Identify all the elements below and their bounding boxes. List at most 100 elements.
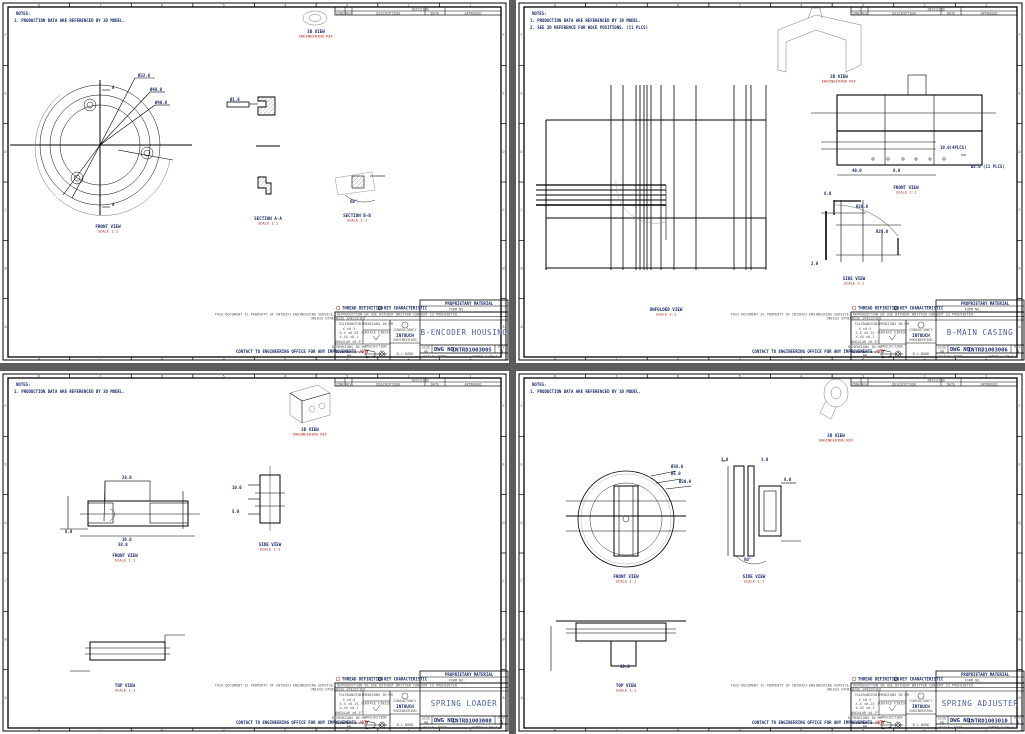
angular-tolerance: ANGULAR ±0.5°: [335, 711, 362, 715]
zone-label-top: 3: [346, 3, 348, 7]
zone-label-top: 2: [924, 374, 926, 378]
revision-heading: REVISION: [412, 379, 429, 383]
zone-label-bottom: 5: [739, 356, 741, 360]
dimension-label: R25.0: [876, 229, 889, 234]
view-label: FRONT VIEW: [112, 553, 138, 558]
zone-label-top: 6: [677, 374, 679, 378]
view-3d-label: 3D VIEW: [830, 74, 848, 79]
front-view-drawing: [60, 480, 200, 537]
dwg-no-value: INTRD1003010: [968, 719, 1008, 725]
form-no-label: FORM NO.: [965, 308, 982, 312]
view-3d-label: 3D VIEW: [827, 433, 845, 438]
units-value: MM: [863, 354, 867, 358]
zone-label-bottom: 2: [924, 727, 926, 731]
dimensions-label: DIMENSIONS IN MM: [848, 716, 882, 720]
zone-label-left: A: [520, 696, 523, 700]
section-b-b-drawing: [334, 171, 385, 203]
surface-finish-label: SURFACE FINISH: [877, 331, 907, 335]
zone-label-top: 1: [985, 3, 987, 7]
projection-symbol-icon: [364, 720, 387, 730]
size-value: A0: [424, 349, 428, 353]
zone-label-right: B: [502, 638, 504, 642]
size-value: A0: [940, 349, 944, 353]
view-3d-subtitle: ENGINEERING REF: [819, 438, 854, 443]
dwg-no-value: INTRD1003006: [968, 348, 1008, 354]
rev-value: A: [500, 720, 503, 725]
dimension-label: 8.0: [824, 191, 832, 196]
zone-label-right: F: [1018, 33, 1020, 37]
notes: NOTES:1. PRODUCTION DATA ARE REFERENCED …: [530, 11, 648, 30]
zone-label-bottom: 4: [284, 727, 286, 731]
dwg-no-value: INTRD1003005: [452, 348, 492, 354]
proprietary-label: PROPRIETARY MATERIAL: [445, 672, 494, 677]
section-a-a-drawing: [226, 96, 280, 195]
zone-label-right: B: [1018, 638, 1020, 642]
revision-column-header: REV: [345, 382, 352, 386]
zone-label-right: F: [502, 404, 504, 408]
dimension-label: 3.0: [721, 457, 729, 462]
company-subtitle: ENGINEERING: [393, 338, 416, 342]
zone-label-right: E: [1018, 463, 1020, 467]
dimensions-label: DIMENSIONS IN MM: [332, 716, 366, 720]
notes-heading: NOTES:: [16, 382, 30, 387]
sheet-number: SHEET 1 OF 1: [988, 355, 1013, 359]
view-label: TOP VIEW: [115, 683, 136, 688]
revision-column-header: APPROVED: [465, 11, 482, 15]
zone-label-left: F: [520, 404, 522, 408]
notes: NOTES:1. PRODUCTION DATA ARE REFERENCED …: [530, 382, 641, 394]
zone-label-top: 5: [739, 3, 741, 7]
dimension-label: Ø20.0: [678, 479, 692, 484]
units-value: MM: [347, 354, 351, 358]
angular-tolerance: ANGULAR ±0.5°: [851, 340, 878, 344]
zone-label-left: B: [4, 638, 6, 642]
revision-column-header: DATE: [947, 11, 955, 15]
drawing-title: SPRING ADJUSTER: [942, 699, 1019, 708]
view-scale: SCALE 2:1: [844, 281, 865, 286]
projection-symbol-icon: [880, 720, 903, 730]
zone-label-top: 1: [469, 374, 471, 378]
note-item: 1. PRODUCTION DATA ARE REFERENCED BY 3D …: [14, 389, 125, 394]
scale-label: SCALE: NONE: [939, 726, 962, 730]
revision-column-header: APPROVED: [465, 382, 482, 386]
zone-label-bottom: 5: [223, 356, 225, 360]
key-characteristic-label: KEY CHARACTERISTIC: [900, 676, 944, 681]
zone-label-top: 7: [615, 374, 617, 378]
note-item: 1. PRODUCTION DATA ARE REFERENCED BY 3D …: [530, 18, 641, 23]
projection-label: PROJECTION: [881, 716, 902, 720]
projection-label: PROJECTION: [365, 716, 386, 720]
zone-label-top: 5: [223, 374, 225, 378]
company-logo-icon: [917, 692, 925, 700]
zone-label-top: 7: [99, 374, 101, 378]
revision-heading: REVISION: [928, 379, 945, 383]
view-label: UNFOLDED VIEW: [650, 307, 683, 312]
size-label: SIZE: [422, 346, 430, 350]
surface-finish-label: SURFACE FINISH: [361, 331, 391, 335]
notes-heading: NOTES:: [16, 11, 30, 16]
zone-label-top: 2: [924, 3, 926, 7]
dimension-label: Ø1.0: [229, 97, 240, 102]
dimensions-label: DIMENSIONS IN MM: [875, 322, 909, 326]
revision-column-header: DATE: [431, 382, 439, 386]
dimension-label: 40.0: [852, 168, 862, 173]
zone-label-top: 4: [800, 3, 802, 7]
view-label: TOP VIEW: [616, 683, 637, 688]
view-3d-subtitle: ENGINEERING REF: [822, 79, 857, 84]
drawn-by: B.L.BOND: [397, 352, 414, 356]
zone-label-right: E: [502, 463, 504, 467]
tolerance-value: X.XX ±0.1: [340, 706, 359, 710]
dimension-label: 38.0: [118, 542, 128, 547]
zone-label-right: E: [1018, 92, 1020, 96]
dimension-label: Ø40.0: [154, 100, 168, 105]
zone-label-left: B: [520, 267, 522, 271]
dimension-label: 10.0: [620, 664, 630, 669]
dimension-label: 8.0: [784, 477, 792, 482]
tolerance-value: X.XX ±0.1: [856, 706, 875, 710]
rev-value: A: [1016, 720, 1019, 725]
zone-label-bottom: 6: [161, 727, 163, 731]
dimension-label: R20.0: [856, 204, 869, 209]
view-scale: SCALE 1:1: [260, 547, 281, 552]
